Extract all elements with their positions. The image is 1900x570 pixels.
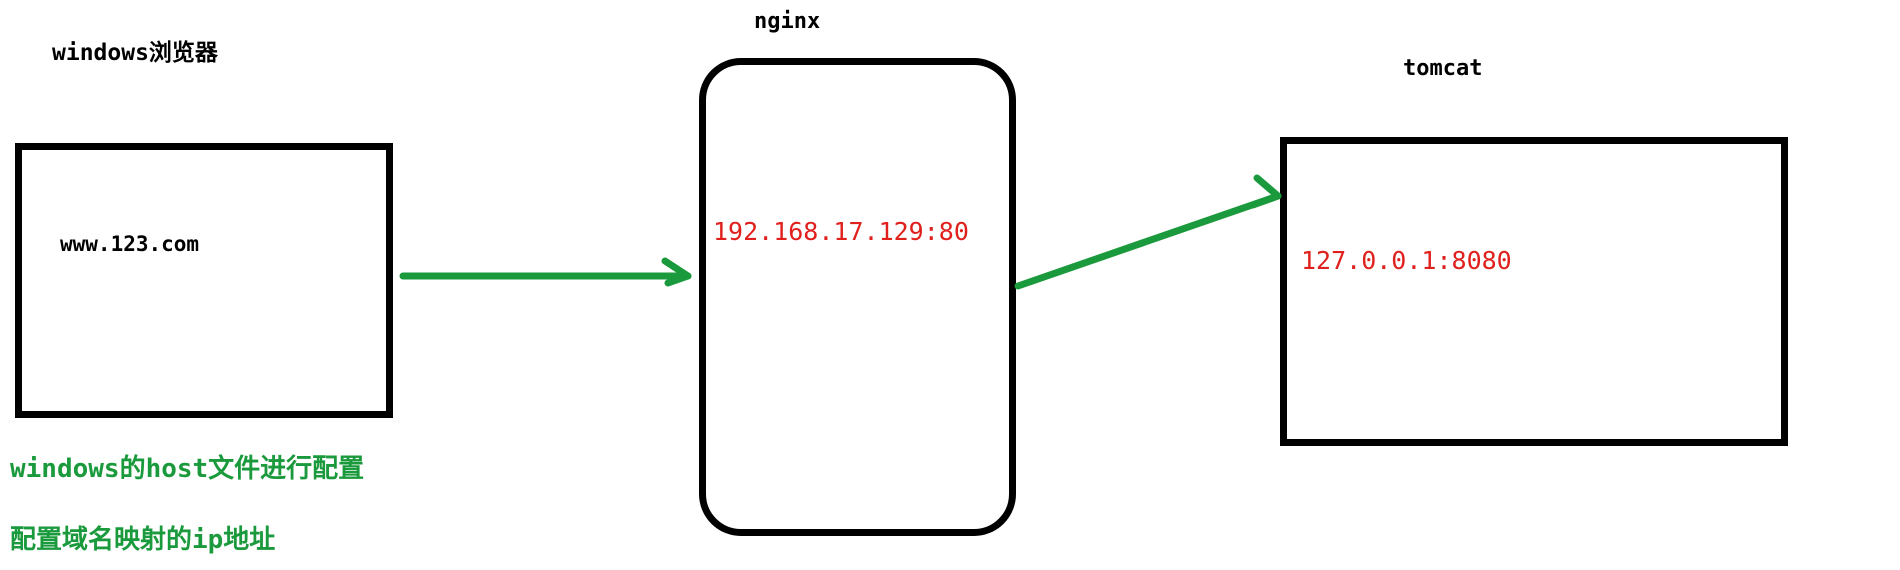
tomcat-address: 127.0.0.1:8080 [1301,246,1512,275]
tomcat-title: tomcat [1403,56,1483,81]
note-hosts-file: windows的host文件进行配置 [10,454,365,484]
nginx-box: 192.168.17.129:80 [699,58,1016,536]
nginx-title: nginx [754,9,821,34]
browser-domain: www.123.com [60,232,200,256]
arrow-browser-to-nginx [399,257,692,287]
note-domain-mapping: 配置域名映射的ip地址 [10,525,276,555]
browser-title: windows浏览器 [52,40,218,66]
tomcat-box: 127.0.0.1:8080 [1280,137,1788,446]
arrow-nginx-to-tomcat [1014,174,1282,290]
nginx-address: 192.168.17.129:80 [713,217,969,246]
browser-box: www.123.com [15,143,393,418]
